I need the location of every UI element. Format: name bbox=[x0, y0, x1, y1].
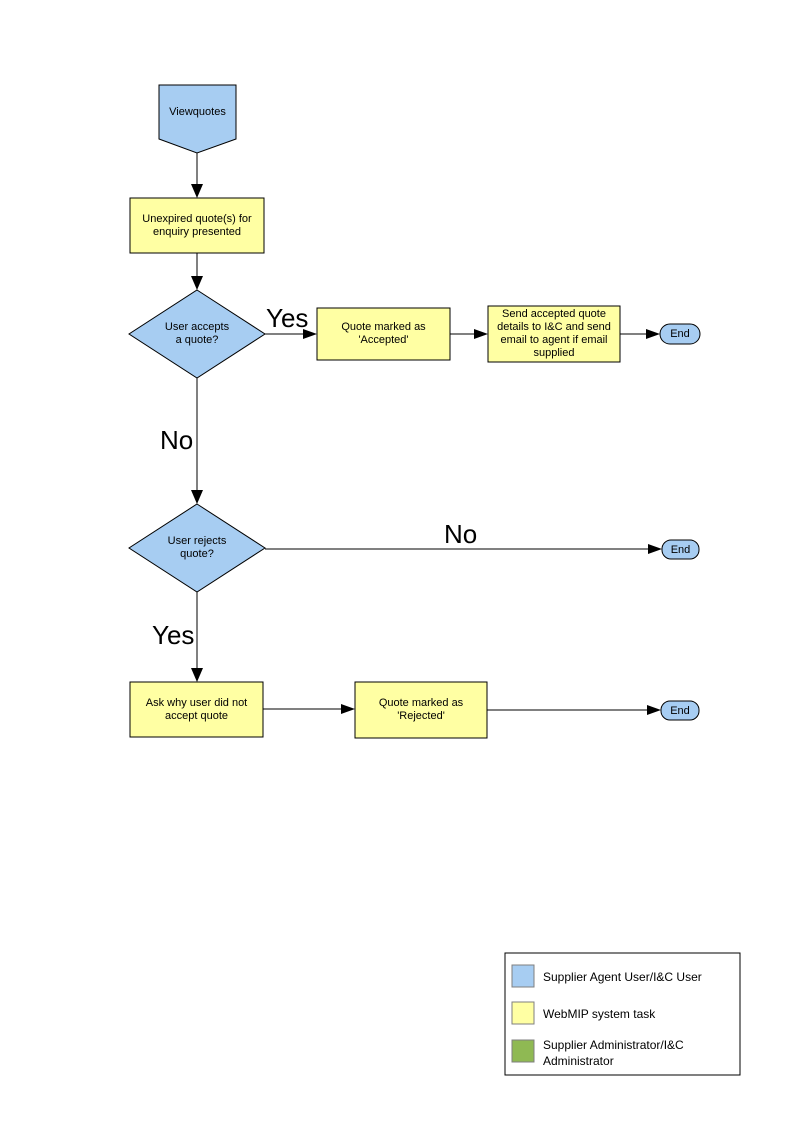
end2-label: End bbox=[670, 543, 691, 556]
arrowhead-right-icon bbox=[341, 704, 355, 714]
process-ask-why-shape bbox=[129, 681, 264, 738]
process-ask-why-line1: Ask why user did not bbox=[145, 696, 248, 709]
process-accepted-line1: Quote marked as bbox=[341, 321, 426, 333]
process-rejected-line1: Quote marked as bbox=[378, 697, 464, 709]
arrowhead-down-icon bbox=[191, 184, 203, 198]
edge-label-reject-yes: Yes bbox=[152, 620, 195, 650]
arrowhead-right-icon bbox=[474, 329, 488, 339]
start-label-line: Viewquotes bbox=[169, 105, 226, 118]
process-ask-why-label: Ask why user did not accept quote bbox=[130, 682, 263, 737]
process-accepted-line2: 'Accepted' bbox=[358, 334, 409, 346]
arrowhead-right-icon bbox=[303, 329, 317, 339]
decision-accept-line1: User accepts bbox=[164, 321, 230, 333]
process-rejected-label: Quote marked as 'Rejected' bbox=[355, 682, 487, 738]
decision-reject-line1: User rejects bbox=[167, 535, 227, 547]
legend-item-task-line1: WebMIP system task bbox=[543, 1007, 656, 1021]
arrowhead-right-icon bbox=[648, 544, 662, 554]
decision-reject-line2: quote? bbox=[180, 548, 214, 560]
legend-item-actor-label: Supplier Agent User/I&C User bbox=[543, 969, 733, 985]
start-label: Viewquotes bbox=[159, 85, 236, 139]
decision-accept-line2: a quote? bbox=[175, 334, 219, 346]
process-present-shape bbox=[129, 197, 265, 254]
process-rejected-line2: 'Rejected' bbox=[397, 710, 445, 722]
process-ask-why-line2: accept quote bbox=[165, 709, 228, 722]
legend-box bbox=[504, 952, 741, 1076]
decision-reject-label: User rejects quote? bbox=[139, 504, 255, 592]
process-send-line2: details to I&C and send bbox=[497, 321, 611, 333]
end3-label: End bbox=[670, 704, 690, 717]
end3-terminator-shape bbox=[660, 700, 700, 721]
arrowhead-down-icon bbox=[191, 668, 203, 682]
end1-terminator-shape bbox=[659, 323, 701, 345]
start-pentagon-shape bbox=[158, 84, 237, 154]
process-present-line1: Unexpired quote(s) for bbox=[142, 212, 252, 225]
process-accepted-label: Quote marked as 'Accepted' bbox=[317, 308, 450, 360]
arrowhead-down-icon bbox=[191, 490, 203, 504]
legend-item-task-label: WebMIP system task bbox=[543, 1006, 733, 1022]
arrowhead-right-icon bbox=[646, 329, 660, 339]
process-send-line1: Send accepted quote bbox=[502, 308, 606, 320]
edge-label-accept-no: No bbox=[160, 425, 194, 455]
process-send-label: Send accepted quote details to I&C and s… bbox=[488, 306, 620, 362]
edge-label-accept-yes: Yes bbox=[266, 303, 309, 333]
process-send-line4: supplied bbox=[533, 347, 575, 359]
edge-label-reject-no: No bbox=[444, 519, 478, 549]
process-send-shape bbox=[487, 305, 621, 363]
legend-swatch-admin bbox=[511, 1039, 535, 1063]
process-accepted-shape bbox=[316, 307, 451, 361]
legend-item-admin-line2: Administrator bbox=[543, 1054, 614, 1068]
legend-swatch-actor bbox=[511, 964, 535, 988]
legend-item-actor-line1: Supplier Agent User/I&C User bbox=[543, 970, 702, 984]
legend-item-admin-line1: Supplier Administrator/I&C bbox=[543, 1038, 684, 1052]
arrowhead-down-icon bbox=[191, 276, 203, 290]
process-present-label: Unexpired quote(s) for enquiry presented bbox=[130, 198, 264, 253]
legend-item-admin-label: Supplier Administrator/I&C Administrator bbox=[543, 1037, 718, 1069]
end1-label: End bbox=[670, 328, 690, 340]
decision-accept-label: User accepts a quote? bbox=[139, 290, 255, 378]
arrowhead-right-icon bbox=[647, 705, 661, 715]
legend-swatch-task bbox=[511, 1001, 535, 1025]
process-present-line2: enquiry presented bbox=[152, 225, 242, 238]
end2-terminator-shape bbox=[661, 539, 700, 560]
process-send-line3: email to agent if email bbox=[500, 334, 608, 346]
